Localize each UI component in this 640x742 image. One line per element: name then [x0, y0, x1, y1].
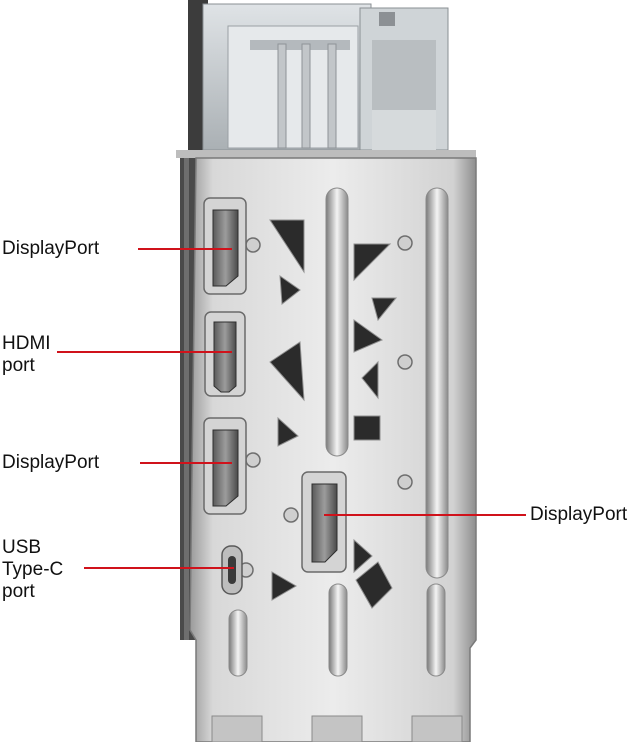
leader-lines: [57, 248, 526, 569]
displayport-connector-2: [203, 417, 247, 515]
callout-text: DisplayPort: [530, 504, 628, 525]
hdmi-connector: [204, 311, 246, 397]
heatsink-top: [188, 0, 449, 151]
callout-text: DisplayPort: [2, 238, 100, 259]
displayport-connector-1: [203, 197, 247, 295]
bracket-rails: [228, 187, 449, 677]
callout-displayport-3: DisplayPort: [530, 504, 627, 526]
usb-c-connector: [221, 545, 243, 595]
callout-hdmi-port: HDMI port: [2, 333, 51, 377]
callout-text: USB: [2, 537, 42, 558]
callout-text: DisplayPort: [2, 452, 100, 473]
callout-text: HDMI: [2, 333, 51, 354]
callout-displayport-2: DisplayPort: [2, 452, 99, 474]
callout-text: port: [2, 355, 35, 376]
callout-displayport-1: DisplayPort: [2, 238, 99, 260]
displayport-connector-3: [301, 471, 347, 573]
callout-text: port: [2, 581, 35, 602]
callout-usb-type-c-port: USB Type-C port: [2, 537, 63, 603]
vent-cutouts: [269, 219, 398, 609]
callout-text: Type-C: [2, 559, 64, 580]
